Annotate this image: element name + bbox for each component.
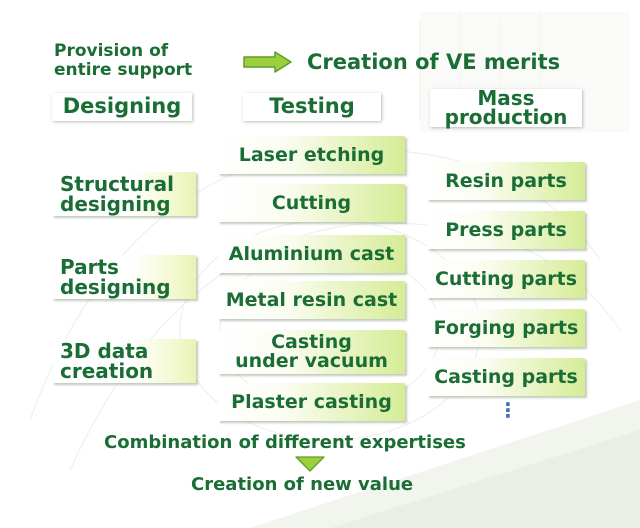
- combination-caption: Combination of different expertises: [104, 432, 466, 453]
- designing-item-label: Parts designing: [60, 255, 171, 299]
- production-item-label: Cutting parts: [434, 267, 578, 290]
- testing-item-metal-resin-cast: Metal resin cast: [218, 281, 405, 319]
- production-item-label: Casting parts: [434, 365, 578, 388]
- right-arrow-icon: [243, 51, 292, 73]
- testing-item-casting-vacuum: Casting under vacuum: [218, 330, 405, 374]
- testing-item-plaster-casting: Plaster casting: [218, 383, 405, 421]
- designing-item-parts: Parts designing: [52, 255, 196, 299]
- designing-item-structural: Structural designing: [52, 172, 196, 216]
- designing-item-label: 3D data creation: [60, 339, 154, 383]
- production-item-forging: Forging parts: [427, 309, 585, 347]
- designing-item-label: Structural designing: [60, 172, 174, 216]
- testing-item-label: Casting under vacuum: [235, 331, 388, 372]
- header-designing: Designing: [52, 93, 192, 121]
- testing-item-cutting: Cutting: [218, 184, 405, 222]
- production-item-resin: Resin parts: [427, 162, 585, 200]
- header-mass-production: Mass production: [430, 86, 582, 129]
- production-item-label: Resin parts: [445, 169, 567, 192]
- header-testing-label: Testing: [269, 94, 355, 119]
- down-arrow-icon: [295, 456, 325, 472]
- header-designing-label: Designing: [62, 94, 182, 119]
- testing-item-laser-etching: Laser etching: [218, 136, 405, 174]
- production-item-press: Press parts: [427, 211, 585, 249]
- production-item-cutting: Cutting parts: [427, 260, 585, 298]
- header-mass-production-label: Mass production: [444, 86, 568, 129]
- ve-merits-title: Creation of VE merits: [307, 50, 561, 74]
- header-testing: Testing: [243, 93, 381, 121]
- testing-item-label: Plaster casting: [231, 390, 392, 413]
- testing-item-label: Cutting: [271, 191, 352, 214]
- testing-item-aluminium-cast: Aluminium cast: [218, 235, 405, 273]
- testing-item-label: Laser etching: [238, 143, 385, 166]
- testing-item-label: Aluminium cast: [228, 242, 395, 265]
- support-title: Provision of entire support: [54, 41, 193, 81]
- new-value-caption: Creation of new value: [191, 474, 414, 495]
- designing-item-3d-data: 3D data creation: [52, 339, 196, 383]
- production-item-casting: Casting parts: [427, 358, 585, 396]
- production-item-label: Forging parts: [433, 316, 579, 339]
- production-item-label: Press parts: [445, 218, 567, 241]
- more-items-ellipsis: ⋮: [498, 398, 518, 422]
- testing-item-label: Metal resin cast: [225, 288, 398, 311]
